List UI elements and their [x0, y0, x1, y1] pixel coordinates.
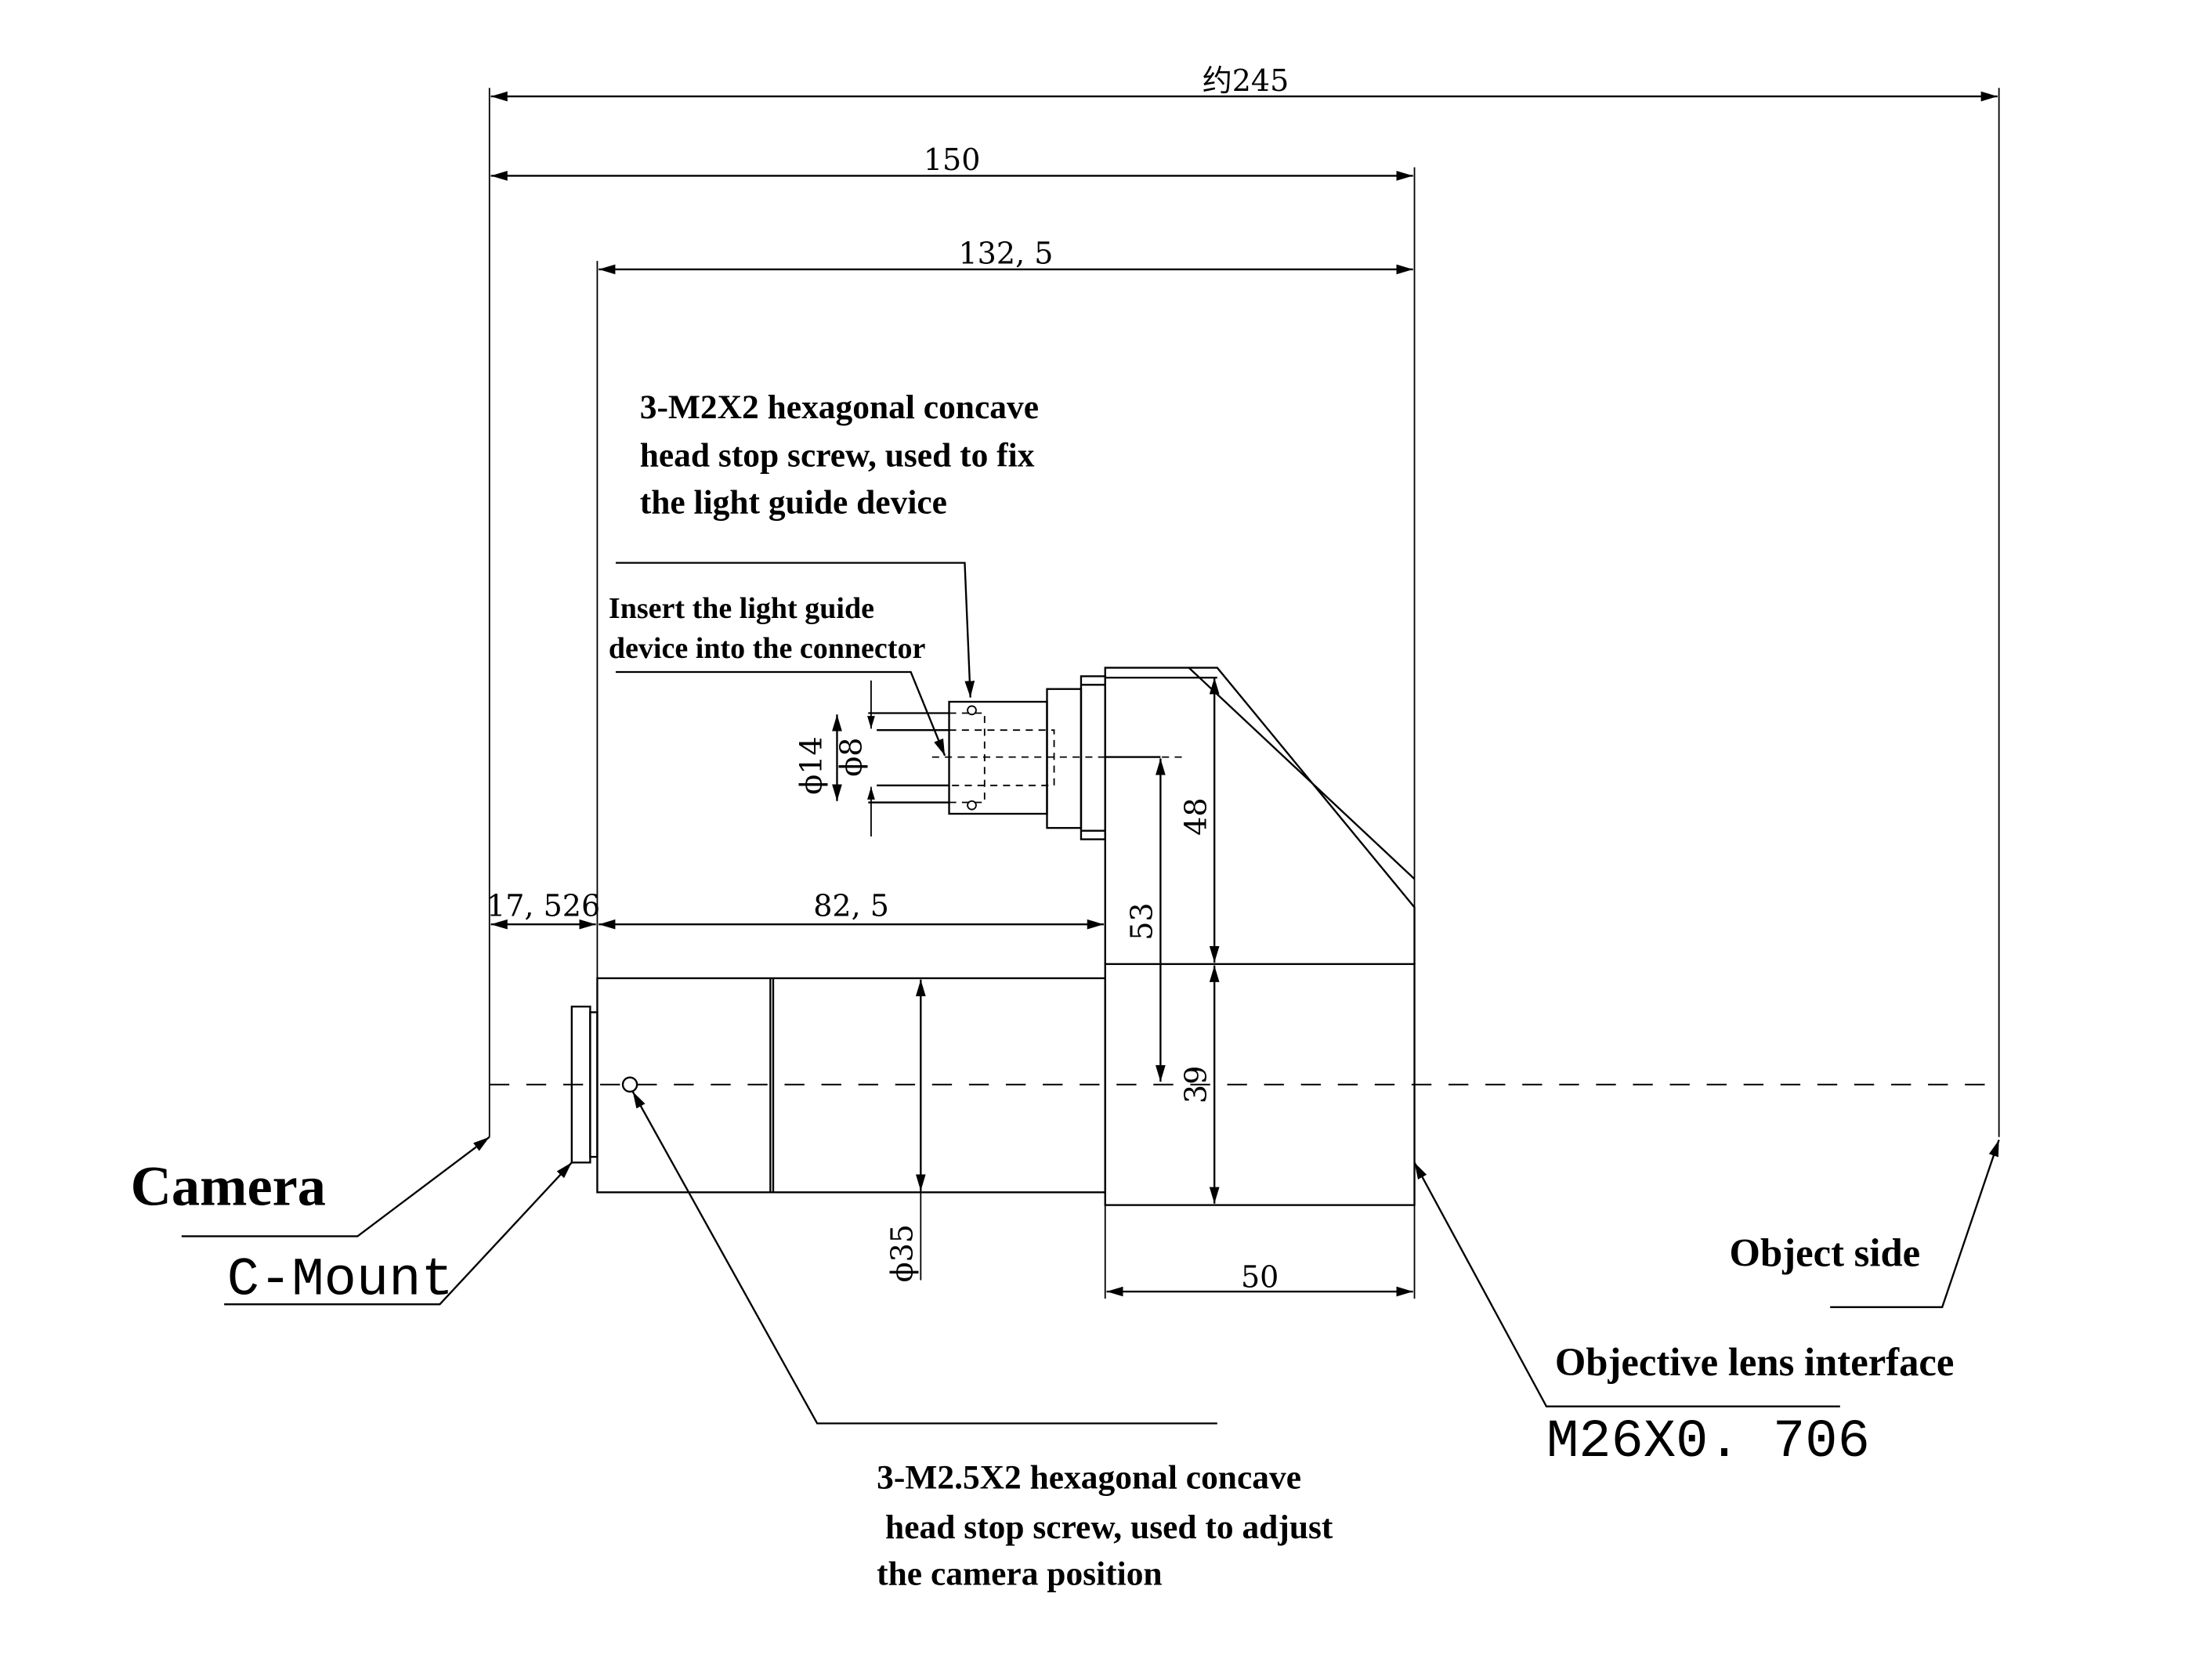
object-side-label: Object side	[1730, 1230, 1921, 1274]
connector-note-line-2: device into the connector	[609, 632, 926, 665]
top-screw-note-line-3: the light guide device	[640, 483, 947, 521]
top-screw-note-line-1: 3-M2X2 hexagonal concave	[640, 388, 1039, 426]
connector-leader	[615, 670, 946, 757]
camera-leader	[181, 1136, 490, 1237]
extension-lines	[488, 88, 2000, 1137]
object-side-leader	[1830, 1139, 2000, 1309]
adjust-screw-hole	[621, 1076, 638, 1093]
bottom-screw-note: 3-M2.5X2 hexagonal concave head stop scr…	[877, 1459, 1333, 1593]
connector-note-line-1: Insert the light guide	[609, 592, 874, 625]
top-screw-note-line-2: head stop screw, used to fix	[640, 437, 1035, 475]
dim-height-53: 53	[1124, 902, 1159, 940]
dim-flange-offset: 17, 526	[486, 888, 600, 923]
dim-tube-length: 82, 5	[813, 888, 889, 923]
c-mount-leader	[224, 1162, 573, 1306]
objective-leader	[1413, 1162, 1840, 1407]
connector-note: Insert the light guide device into the c…	[609, 592, 926, 665]
dim-block-width: 50	[1241, 1260, 1279, 1295]
bottom-screw-note-line-2: head stop screw, used to adjust	[877, 1508, 1333, 1546]
dim-diameter-8: ϕ8	[834, 738, 868, 777]
tube-body	[570, 977, 1106, 1194]
dim-height-48: 48	[1178, 797, 1213, 835]
top-screw-note: 3-M2X2 hexagonal concave head stop screw…	[640, 388, 1039, 521]
c-mount-label: C-Mount	[227, 1250, 454, 1311]
camera-label: Camera	[131, 1154, 326, 1218]
dim-length-150: 150	[924, 143, 981, 177]
objective-thread-label: M26X0. 706	[1546, 1411, 1870, 1472]
objective-interface-label: Objective lens interface	[1555, 1340, 1955, 1384]
dim-diameter-35: ϕ35	[884, 1224, 919, 1282]
dim-length-132-5: 132, 5	[959, 237, 1054, 271]
bottom-screw-note-line-3: the camera position	[877, 1555, 1162, 1593]
bottom-screw-note-line-1: 3-M2.5X2 hexagonal concave	[877, 1459, 1301, 1497]
dim-diameter-14: ϕ14	[794, 736, 829, 794]
top-screw-leader	[615, 562, 975, 698]
dim-overall-length: 约245	[1203, 63, 1289, 98]
adjust-screw-leader	[631, 1091, 1217, 1425]
